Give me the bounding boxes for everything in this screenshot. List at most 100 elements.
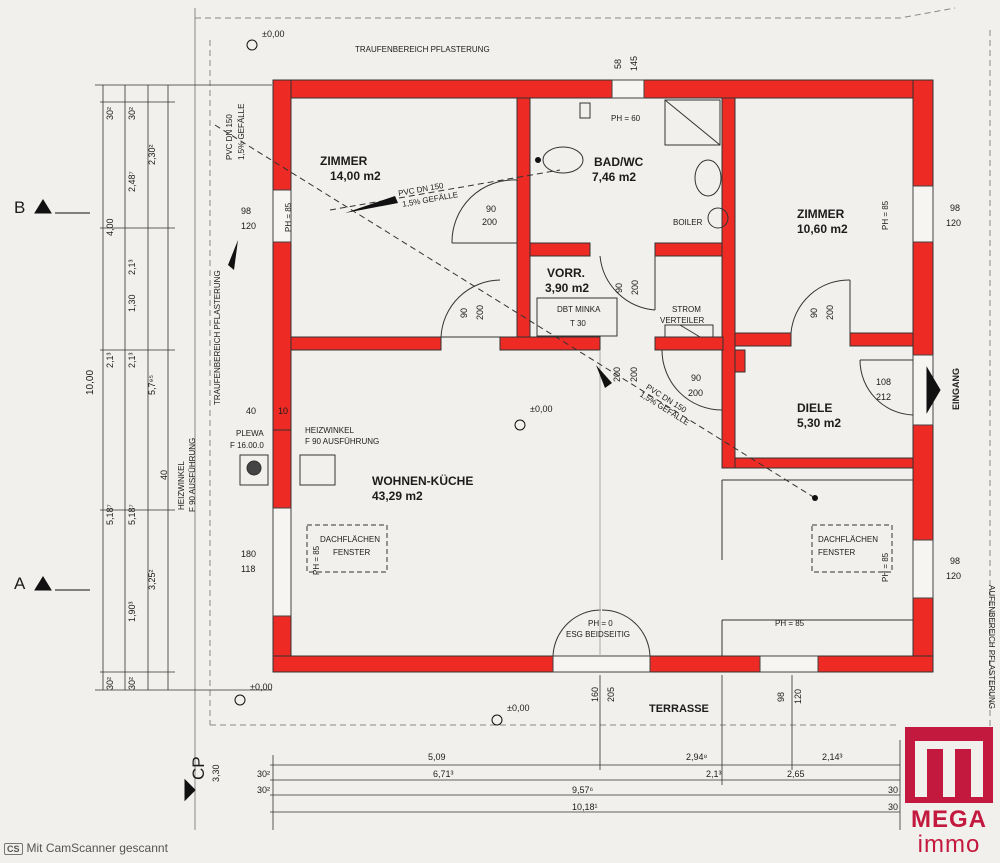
window-left-height: 120 — [241, 221, 257, 231]
dim-bottom-9: 9,57⁶ — [572, 785, 594, 795]
window-bottom-width: 160 — [590, 686, 600, 702]
window-bottom2-height: 120 — [793, 688, 803, 704]
dim-left-12: 5,18⁷ — [105, 504, 115, 525]
dim-bottom-11: 10,18¹ — [572, 802, 598, 812]
pvc-label-1b: 1,5% GEFÄLLE — [237, 103, 246, 160]
ph-85-label-b: PH = 85 — [881, 200, 890, 230]
door-diele-height: 200 — [688, 388, 704, 398]
section-c-label: CP — [189, 756, 208, 780]
section-a-label: A — [14, 574, 26, 593]
strom-label: STROM — [672, 305, 701, 314]
dim-left-8: 2,1³ — [127, 352, 137, 368]
dim-left-11: 5,7⁹⁵ — [147, 374, 157, 395]
verteiler-label: VERTEILER — [660, 316, 705, 325]
dim-bottom-5: 6,71³ — [433, 769, 454, 779]
dim-left-1: 30² — [105, 106, 115, 120]
ph-85-label-a: PH = 85 — [284, 202, 293, 232]
bath-fixtures — [542, 99, 729, 229]
door-swings — [440, 179, 914, 657]
dim-left-17: 30² — [127, 676, 137, 690]
level-markers — [234, 39, 526, 726]
ph-60-label: PH = 60 — [611, 114, 641, 123]
heizwinkel-left-label: HEIZWINKEL — [177, 461, 186, 510]
door-eingang-width: 108 — [876, 377, 892, 387]
traufe-left-label: TRAUFENBEREICH PFLASTERUNG — [213, 270, 222, 405]
room-area-zimmer-left: 14,00 m2 — [330, 169, 381, 183]
window-right-width: 98 — [950, 203, 961, 213]
room-area-wohnen: 43,29 m2 — [372, 489, 423, 503]
room-area-diele: 5,30 m2 — [797, 416, 842, 430]
dim-bottom-12: 30 — [888, 802, 899, 812]
door-zimmer-left-height: 200 — [475, 304, 485, 320]
ph-0-label: PH = 0 — [588, 619, 613, 628]
door-bad-width: 90 — [486, 204, 497, 214]
dachflaechen-label-1: DACHFLÄCHEN — [320, 535, 381, 544]
door-eingang-height: 212 — [876, 392, 892, 402]
logo-m-icon — [905, 727, 993, 803]
plewa-label: PLEWA — [236, 429, 264, 438]
ph-85-label-d: PH = 85 — [881, 552, 890, 582]
f16-label: F 16.00.0 — [230, 441, 264, 450]
terrasse-label: TERRASSE — [649, 703, 709, 715]
dim-left-6: 2,1³ — [127, 259, 137, 275]
drain-arrows — [228, 157, 818, 501]
door-zimmer-right-height: 200 — [825, 304, 835, 320]
dim-bottom-10: 30 — [888, 785, 899, 795]
window-wk-left-height: 118 — [241, 564, 256, 574]
heizwinkel-label: HEIZWINKEL — [305, 426, 354, 435]
level-bottom-label: ±0,00 — [507, 703, 530, 713]
dim-left-5: 4,00 — [105, 218, 115, 236]
f90-left-label: F 90 AUSFÜHRUNG — [188, 437, 197, 512]
room-area-bad-wc: 7,46 m2 — [592, 170, 637, 184]
mega-immo-logo: MEGA immo — [905, 727, 993, 858]
dachflaechen-label-2: DACHFLÄCHEN — [818, 535, 879, 544]
camscanner-icon: CS — [4, 843, 23, 855]
window-wk-right-height: 120 — [946, 571, 962, 581]
dim-left-4: 2,48⁷ — [127, 171, 137, 192]
kamin-dim-b: 10 — [278, 406, 289, 416]
dim-bottom-8: 30² — [257, 785, 271, 795]
room-name-diele: DIELE — [797, 401, 833, 415]
opening-wk-width: 200 — [612, 366, 622, 382]
traufe-top-label: TRAUFENBEREICH PFLASTERUNG — [355, 45, 490, 54]
kamin-dim-a: 40 — [246, 406, 257, 416]
pvc-label-1: PVC DN 150 — [225, 114, 234, 160]
ph-85-label-e: PH = 85 — [775, 619, 805, 628]
dim-bottom-6: 2,1³ — [706, 769, 722, 779]
fenster-label-2: FENSTER — [818, 548, 856, 557]
door-vorr-width: 90 — [614, 282, 624, 293]
dim-bottom-7: 2,65 — [787, 769, 805, 779]
dim-bottom-4: 30² — [257, 769, 271, 779]
scanner-text: Mit CamScanner gescannt — [26, 841, 168, 855]
room-name-bad-wc: BAD/WC — [594, 155, 644, 169]
dim-left-16: 30² — [105, 676, 115, 690]
section-b-label: B — [14, 198, 26, 217]
kamin-dim-c: 40 — [159, 469, 169, 480]
drain-lines — [214, 124, 816, 499]
window-bottom2-width: 98 — [776, 691, 786, 702]
dim-left-13: 5,18⁷ — [127, 504, 137, 525]
eingang-label: EINGANG — [951, 367, 961, 410]
room-area-zimmer-right: 10,60 m2 — [797, 222, 848, 236]
fenster-label-1: FENSTER — [333, 548, 371, 557]
dim-bottom-2: 2,94⁸ — [686, 752, 708, 762]
window-openings — [272, 79, 934, 673]
section-markers — [34, 199, 941, 802]
door-vorr-height: 200 — [630, 279, 640, 295]
f90-label: F 90 AUSFÜHRUNG — [305, 437, 380, 446]
boiler-label: BOILER — [673, 218, 703, 227]
dimension-lines-left — [95, 84, 272, 691]
dim-left-3: 2,30² — [147, 144, 157, 165]
section-c-dim: 3,30 — [211, 764, 221, 782]
dim-left-14: 3,25² — [147, 569, 157, 590]
dim-left-9: 10,00 — [85, 369, 96, 395]
dim-left-7: 1,30 — [127, 294, 137, 312]
door-zimmer-right-width: 90 — [809, 307, 819, 318]
window-bottom-height: 205 — [606, 686, 616, 702]
opening-wk-height: 200 — [629, 366, 639, 382]
dim-left-10: 2,1³ — [105, 352, 115, 368]
level-top-label: ±0,00 — [262, 29, 285, 39]
window-wk-left-width: 180 — [241, 549, 257, 559]
